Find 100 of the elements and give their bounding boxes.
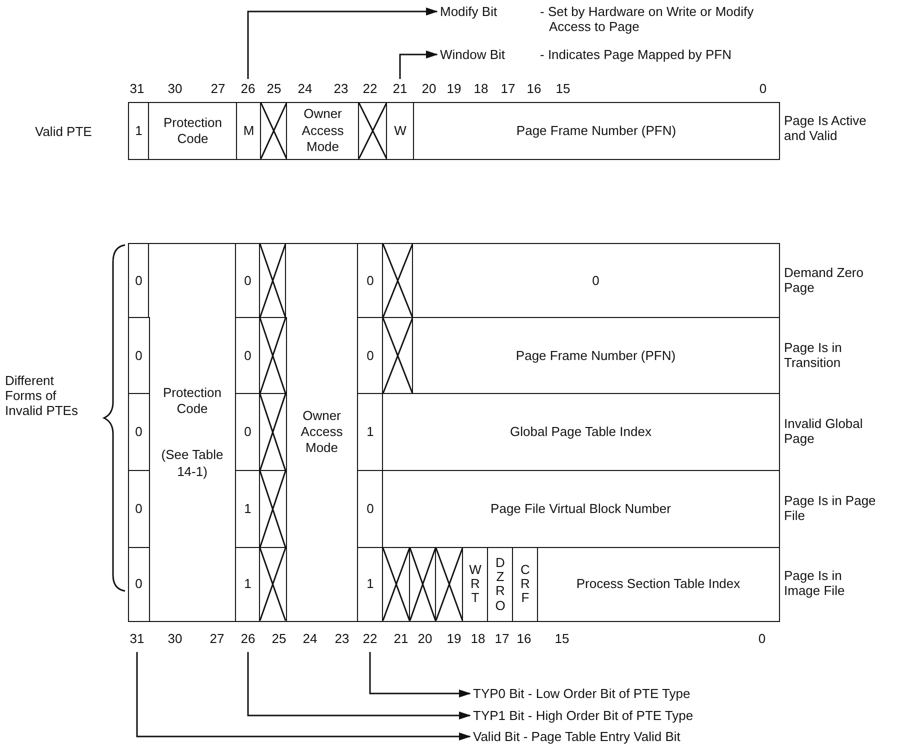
bit-field — [235, 470, 260, 548]
bit-field — [236, 102, 262, 160]
bit-field — [386, 102, 414, 160]
crossed-out-field — [259, 470, 286, 548]
crossed-out-field — [259, 243, 286, 318]
field-label: 0 — [244, 424, 252, 440]
field-label: Owner Access Mode — [300, 408, 344, 457]
bit-field — [235, 547, 260, 622]
bit-number: 22 — [362, 81, 378, 96]
bit-number: 0 — [758, 81, 768, 96]
bit-number: 16 — [516, 631, 532, 646]
field-label: 1 — [244, 501, 252, 518]
crossed-out-field — [435, 547, 464, 622]
bit-number: 27 — [208, 631, 226, 646]
bit-name: Modify Bit — [440, 4, 498, 21]
field-label: W — [394, 122, 406, 139]
bit-name: TYP1 Bit - High Order Bit of PTE Type — [473, 708, 694, 723]
crossed-out-field — [259, 547, 286, 622]
bit-number: 30 — [166, 81, 184, 96]
leader-arrow — [399, 50, 438, 79]
bit-field — [148, 243, 236, 622]
field-label: 1 — [366, 576, 374, 592]
leader-arrow — [247, 8, 438, 79]
bit-field — [412, 317, 780, 394]
bit-number: 16 — [526, 81, 542, 96]
bit-name: Valid Bit - Page Table Entry Valid Bit — [473, 729, 680, 744]
field-label: WRT — [468, 562, 482, 606]
bit-number: 18 — [470, 631, 486, 646]
bit-field — [487, 547, 514, 622]
bit-name: Window Bit — [440, 47, 506, 64]
bit-field — [413, 102, 780, 160]
bit-field — [412, 243, 780, 318]
bit-number: 22 — [355, 631, 385, 646]
bit-field — [285, 243, 358, 622]
bit-number: 27 — [210, 81, 226, 96]
field-label: 0 — [244, 272, 252, 289]
bit-field — [128, 102, 150, 160]
field-label: 1 — [244, 576, 252, 592]
leader-arrow — [247, 652, 471, 720]
bit-number: 19 — [446, 631, 462, 646]
bit-field — [462, 547, 488, 622]
bit-number: 24 — [296, 81, 314, 96]
bit-field — [128, 393, 150, 472]
bit-name: TYP0 Bit - Low Order Bit of PTE Type — [473, 686, 690, 701]
field-label: 0 — [592, 272, 600, 289]
bit-number: 0 — [757, 631, 767, 646]
bit-field — [357, 470, 384, 548]
crossed-out-field — [409, 547, 436, 622]
crossed-out-field — [260, 102, 288, 160]
row-description: Page Is in Image File — [784, 568, 846, 598]
field-label: 0 — [135, 272, 142, 289]
field-label: 0 — [135, 501, 142, 518]
row-description: Page Is in Transition — [784, 340, 843, 370]
bit-number: 19 — [446, 81, 462, 96]
bit-field — [357, 393, 384, 472]
bit-field — [235, 393, 260, 472]
bit-number: 20 — [416, 631, 434, 646]
bit-field — [128, 317, 150, 394]
field-label: 0 — [135, 348, 142, 364]
bit-description: - Set by Hardware on Write or Modify Access to Page — [540, 4, 754, 36]
group-label: Different Forms of Invalid PTEs — [5, 373, 79, 418]
field-label: DZRO — [494, 556, 506, 613]
field-label: Page File Virtual Block Number — [490, 501, 671, 518]
bit-number: 25 — [270, 631, 288, 646]
crossed-out-field — [358, 102, 388, 160]
row-description: Page Is Active and Valid — [784, 113, 868, 143]
bit-description: - Indicates Page Mapped by PFN — [540, 47, 732, 64]
bit-number: 18 — [472, 81, 490, 96]
bit-field — [357, 547, 384, 622]
bit-number: 31 — [128, 81, 146, 96]
bit-field — [235, 317, 260, 394]
bit-number: 17 — [494, 631, 510, 646]
bit-number: 15 — [554, 631, 570, 646]
bit-field — [382, 393, 780, 472]
row-description: Demand Zero Page — [784, 265, 864, 295]
field-label: Protection Code — [162, 384, 223, 418]
bit-field — [512, 547, 538, 622]
bit-number: 15 — [554, 81, 572, 96]
field-label: 0 — [135, 424, 142, 440]
field-label: 0 — [366, 348, 374, 364]
field-label: 1 — [135, 122, 142, 139]
field-label: M — [243, 122, 254, 139]
field-label: 0 — [366, 501, 374, 518]
row-description: Page Is in Page File — [784, 493, 876, 523]
bit-number: 26 — [233, 631, 263, 646]
field-label: Global Page Table Index — [510, 424, 652, 440]
row-label: Valid PTE — [35, 124, 93, 139]
bit-number: 20 — [420, 81, 438, 96]
crossed-out-field — [382, 317, 414, 394]
bit-number: 23 — [334, 631, 350, 646]
bit-field — [382, 470, 780, 548]
field-label: Page Frame Number (PFN) — [516, 122, 676, 139]
field-label: Page Frame Number (PFN) — [516, 348, 676, 364]
bit-number: 24 — [302, 631, 318, 646]
bit-field — [235, 243, 260, 318]
bit-number: 26 — [233, 81, 263, 96]
field-label: 0 — [135, 576, 142, 592]
row-description: Invalid Global Page — [784, 416, 864, 446]
field-label: 0 — [366, 272, 374, 289]
field-label: Owner Access Mode — [300, 106, 345, 156]
